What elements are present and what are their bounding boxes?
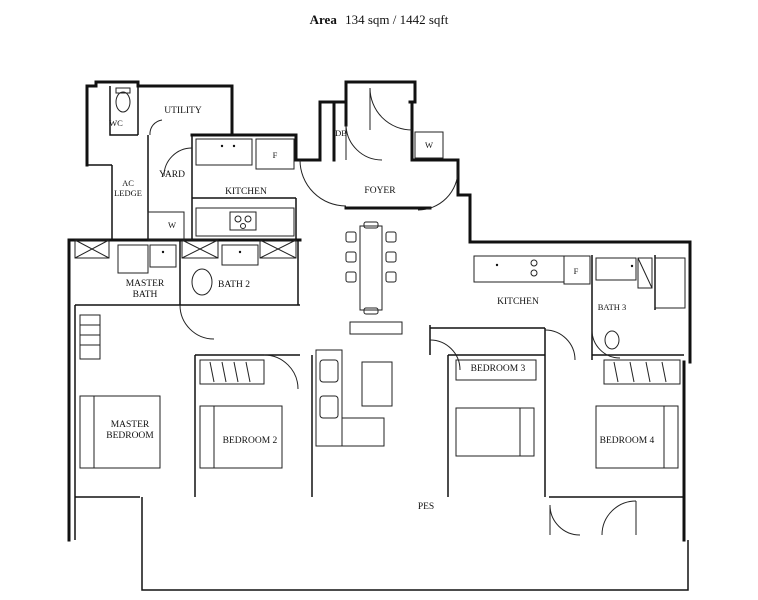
label-f-right: F	[574, 266, 579, 276]
label-master-bath-line1: MASTER	[126, 279, 165, 289]
room-labels: WC UTILITY DB W YARD AC LEDGE KITCHEN FO…	[106, 106, 654, 512]
label-master-bedroom-line1: MASTER	[111, 420, 150, 430]
label-utility: UTILITY	[164, 106, 202, 116]
area-header: Area 134 sqm / 1442 sqft	[0, 12, 758, 28]
label-wc: WC	[109, 118, 123, 128]
label-w-yard: W	[168, 220, 176, 230]
outer-walls	[67, 80, 692, 591]
doors	[149, 87, 637, 536]
label-yard: YARD	[159, 170, 185, 180]
label-kitchen-right: KITCHEN	[497, 297, 539, 307]
label-bedroom3: BEDROOM 3	[471, 364, 526, 374]
label-ac-ledge-line1: AC	[122, 178, 134, 188]
label-bedroom4: BEDROOM 4	[600, 436, 655, 446]
label-ac-ledge-line2: LEDGE	[114, 188, 142, 198]
label-bedroom2: BEDROOM 2	[223, 436, 278, 446]
area-label: Area	[309, 12, 337, 27]
label-kitchen-upper: KITCHEN	[225, 187, 267, 197]
label-pes: PES	[418, 502, 434, 512]
label-f-upper: F	[273, 150, 278, 160]
label-master-bedroom-line2: BEDROOM	[106, 431, 154, 441]
label-w-foyer: W	[425, 140, 433, 150]
area-value: 134 sqm / 1442 sqft	[345, 12, 449, 27]
label-foyer: FOYER	[364, 186, 396, 196]
label-bath2: BATH 2	[218, 280, 250, 290]
fixtures	[74, 87, 686, 469]
label-bath3: BATH 3	[598, 302, 627, 312]
interior-walls	[74, 86, 684, 540]
label-master-bath-line2: BATH	[133, 290, 158, 300]
label-db: DB	[335, 128, 347, 138]
